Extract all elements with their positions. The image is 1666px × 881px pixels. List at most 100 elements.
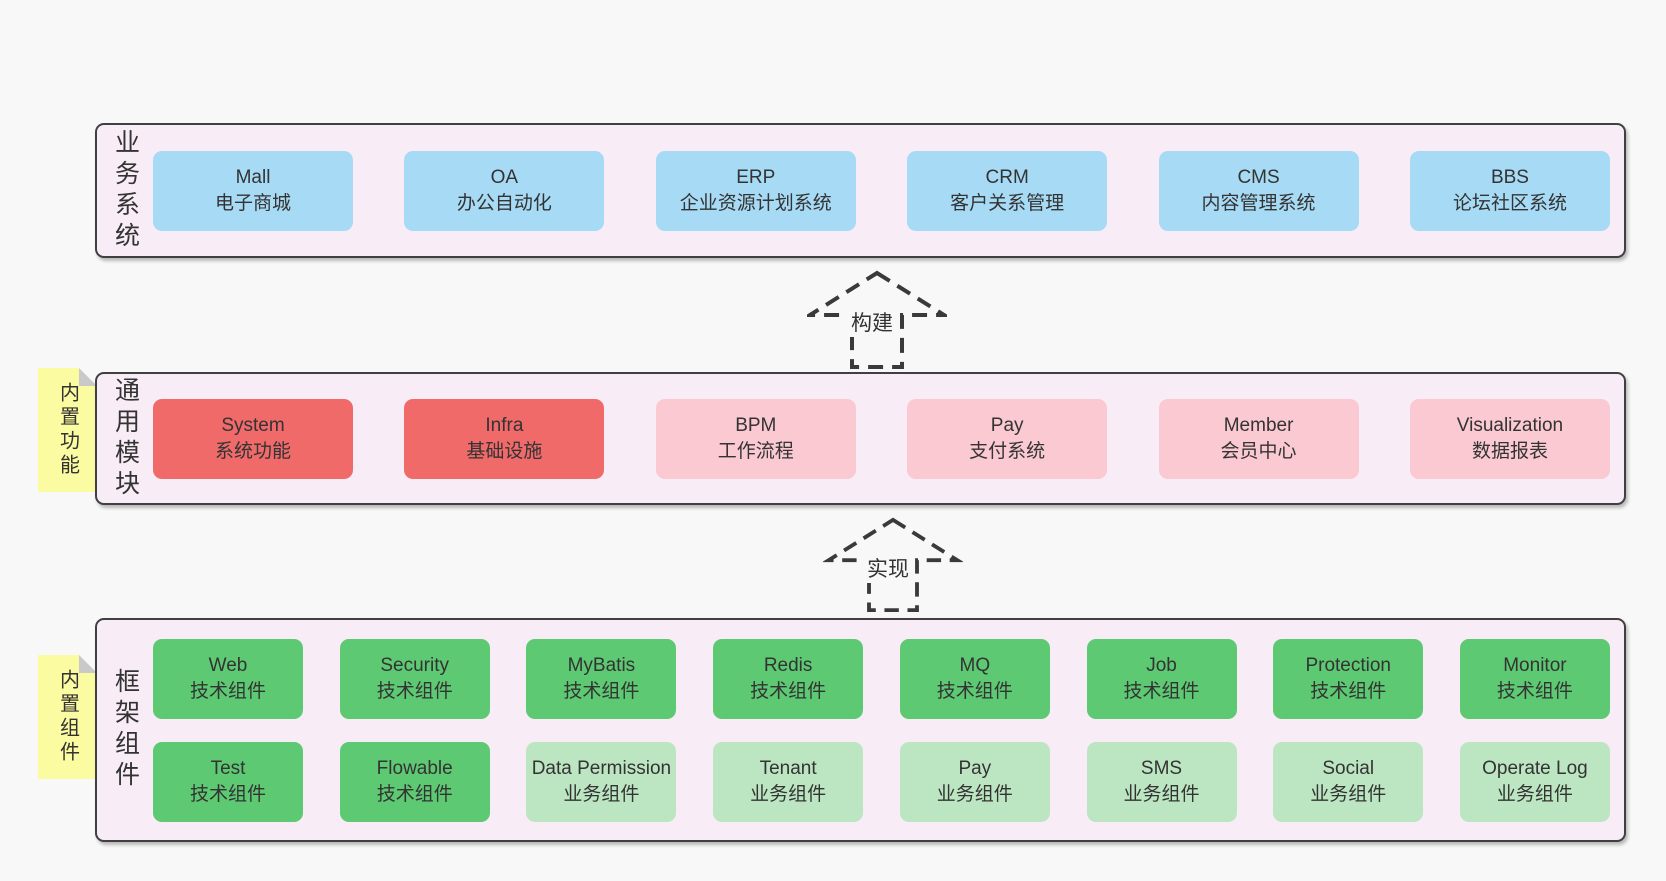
- implement-arrow-label: 实现: [863, 556, 913, 584]
- box-job: Job 技术组件: [1086, 638, 1237, 719]
- box-subtitle: 系统功能: [214, 440, 291, 462]
- box-subtitle: 技术组件: [1310, 680, 1387, 702]
- box-title: Monitor: [1503, 655, 1567, 677]
- box-title: Operate Log: [1482, 758, 1588, 780]
- box-title: Member: [1223, 415, 1294, 437]
- box-title: Infra: [485, 415, 524, 437]
- band-framework-components: 框架组件 Web 技术组件 Security 技术组件 MyBatis 技术组件…: [95, 618, 1626, 842]
- box-subtitle: 技术组件: [376, 783, 453, 805]
- box-title: Redis: [763, 655, 813, 677]
- box-pay-component: Pay 业务组件: [899, 741, 1050, 822]
- band-label-text: 业务系统: [111, 128, 140, 253]
- box-subtitle: 技术组件: [563, 680, 640, 702]
- band-business-systems: 业务系统 Mall 电子商城 OA 办公自动化 ERP 企业资源计划系统 CRM…: [95, 123, 1626, 258]
- box-title: CMS: [1237, 167, 1280, 189]
- box-pay-system: Pay 支付系统: [907, 398, 1108, 479]
- box-subtitle: 业务组件: [1310, 783, 1387, 805]
- box-title: Visualization: [1456, 415, 1564, 437]
- box-title: SMS: [1140, 758, 1183, 780]
- box-subtitle: 企业资源计划系统: [679, 192, 832, 214]
- box-title: Mall: [235, 167, 271, 189]
- box-member: Member 会员中心: [1158, 398, 1359, 479]
- box-subtitle: 电子商城: [214, 192, 291, 214]
- box-cms: CMS 内容管理系统: [1158, 150, 1359, 231]
- business-systems-row: Mall 电子商城 OA 办公自动化 ERP 企业资源计划系统 CRM 客户关系…: [153, 125, 1624, 256]
- box-oa: OA 办公自动化: [404, 150, 605, 231]
- box-subtitle: 技术组件: [936, 680, 1013, 702]
- box-title: BBS: [1490, 167, 1529, 189]
- box-redis: Redis 技术组件: [713, 638, 864, 719]
- build-arrow-label: 构建: [847, 310, 897, 338]
- box-erp: ERP 企业资源计划系统: [655, 150, 856, 231]
- box-security: Security 技术组件: [339, 638, 490, 719]
- box-protection: Protection 技术组件: [1273, 638, 1424, 719]
- box-visualization: Visualization 数据报表: [1409, 398, 1610, 479]
- box-test: Test 技术组件: [153, 741, 303, 822]
- box-subtitle: 支付系统: [969, 440, 1046, 462]
- box-bpm: BPM 工作流程: [655, 398, 856, 479]
- sticky-note-builtin-components: 内置组件: [38, 655, 97, 779]
- band-label-text: 框架组件: [111, 668, 140, 792]
- sticky-note-text: 内置功能: [56, 382, 79, 478]
- common-modules-row: System 系统功能 Infra 基础设施 BPM 工作流程 Pay 支付系统…: [153, 374, 1624, 503]
- box-subtitle: 会员中心: [1220, 440, 1297, 462]
- sticky-note-builtin-features: 内置功能: [38, 368, 97, 492]
- box-title: MQ: [959, 655, 991, 677]
- box-subtitle: 技术组件: [750, 680, 827, 702]
- box-title: Protection: [1305, 655, 1391, 677]
- box-title: Web: [208, 655, 248, 677]
- box-subtitle: 数据报表: [1471, 440, 1548, 462]
- box-title: CRM: [985, 167, 1029, 189]
- box-tenant: Tenant 业务组件: [713, 741, 864, 822]
- framework-components-grid: Web 技术组件 Security 技术组件 MyBatis 技术组件 Redi…: [153, 620, 1624, 840]
- box-monitor: Monitor 技术组件: [1459, 638, 1610, 719]
- box-data-permission: Data Permission 业务组件: [526, 741, 677, 822]
- box-title: System: [221, 415, 285, 437]
- box-mq: MQ 技术组件: [899, 638, 1050, 719]
- box-title: Pay: [958, 758, 992, 780]
- band-label-business-systems: 业务系统: [97, 125, 153, 256]
- box-title: ERP: [736, 167, 776, 189]
- box-title: MyBatis: [567, 655, 636, 677]
- box-system: System 系统功能: [153, 398, 353, 479]
- box-subtitle: 业务组件: [750, 783, 827, 805]
- box-subtitle: 业务组件: [936, 783, 1013, 805]
- box-infra: Infra 基础设施: [404, 398, 605, 479]
- box-title: Pay: [990, 415, 1024, 437]
- box-title: Data Permission: [531, 758, 672, 780]
- box-subtitle: 办公自动化: [456, 192, 552, 214]
- sticky-note-text: 内置组件: [56, 669, 79, 765]
- box-title: Test: [210, 758, 246, 780]
- box-title: OA: [490, 167, 519, 189]
- box-subtitle: 业务组件: [1496, 783, 1573, 805]
- box-subtitle: 工作流程: [717, 440, 794, 462]
- box-subtitle: 技术组件: [376, 680, 453, 702]
- box-mall: Mall 电子商城: [153, 150, 353, 231]
- box-subtitle: 基础设施: [466, 440, 543, 462]
- band-label-text: 通用模块: [111, 376, 140, 501]
- box-subtitle: 技术组件: [1123, 680, 1200, 702]
- box-subtitle: 技术组件: [189, 783, 266, 805]
- box-subtitle: 客户关系管理: [950, 192, 1065, 214]
- box-sms: SMS 业务组件: [1086, 741, 1237, 822]
- framework-components-row-2: Test 技术组件 Flowable 技术组件 Data Permission …: [153, 741, 1610, 822]
- box-title: Flowable: [376, 758, 453, 780]
- band-common-modules: 通用模块 System 系统功能 Infra 基础设施 BPM 工作流程 Pay…: [95, 372, 1626, 505]
- box-subtitle: 技术组件: [1496, 680, 1573, 702]
- band-label-framework-components: 框架组件: [97, 620, 153, 840]
- box-flowable: Flowable 技术组件: [339, 741, 490, 822]
- box-subtitle: 业务组件: [563, 783, 640, 805]
- box-operate-log: Operate Log 业务组件: [1459, 741, 1610, 822]
- box-title: Social: [1322, 758, 1375, 780]
- box-subtitle: 论坛社区系统: [1452, 192, 1567, 214]
- box-title: Tenant: [759, 758, 817, 780]
- box-subtitle: 技术组件: [189, 680, 266, 702]
- box-mybatis: MyBatis 技术组件: [526, 638, 677, 719]
- box-title: Security: [380, 655, 450, 677]
- box-subtitle: 内容管理系统: [1201, 192, 1316, 214]
- box-title: Job: [1146, 655, 1177, 677]
- box-subtitle: 业务组件: [1123, 783, 1200, 805]
- band-label-common-modules: 通用模块: [97, 374, 153, 503]
- box-title: BPM: [735, 415, 777, 437]
- box-web: Web 技术组件: [153, 638, 303, 719]
